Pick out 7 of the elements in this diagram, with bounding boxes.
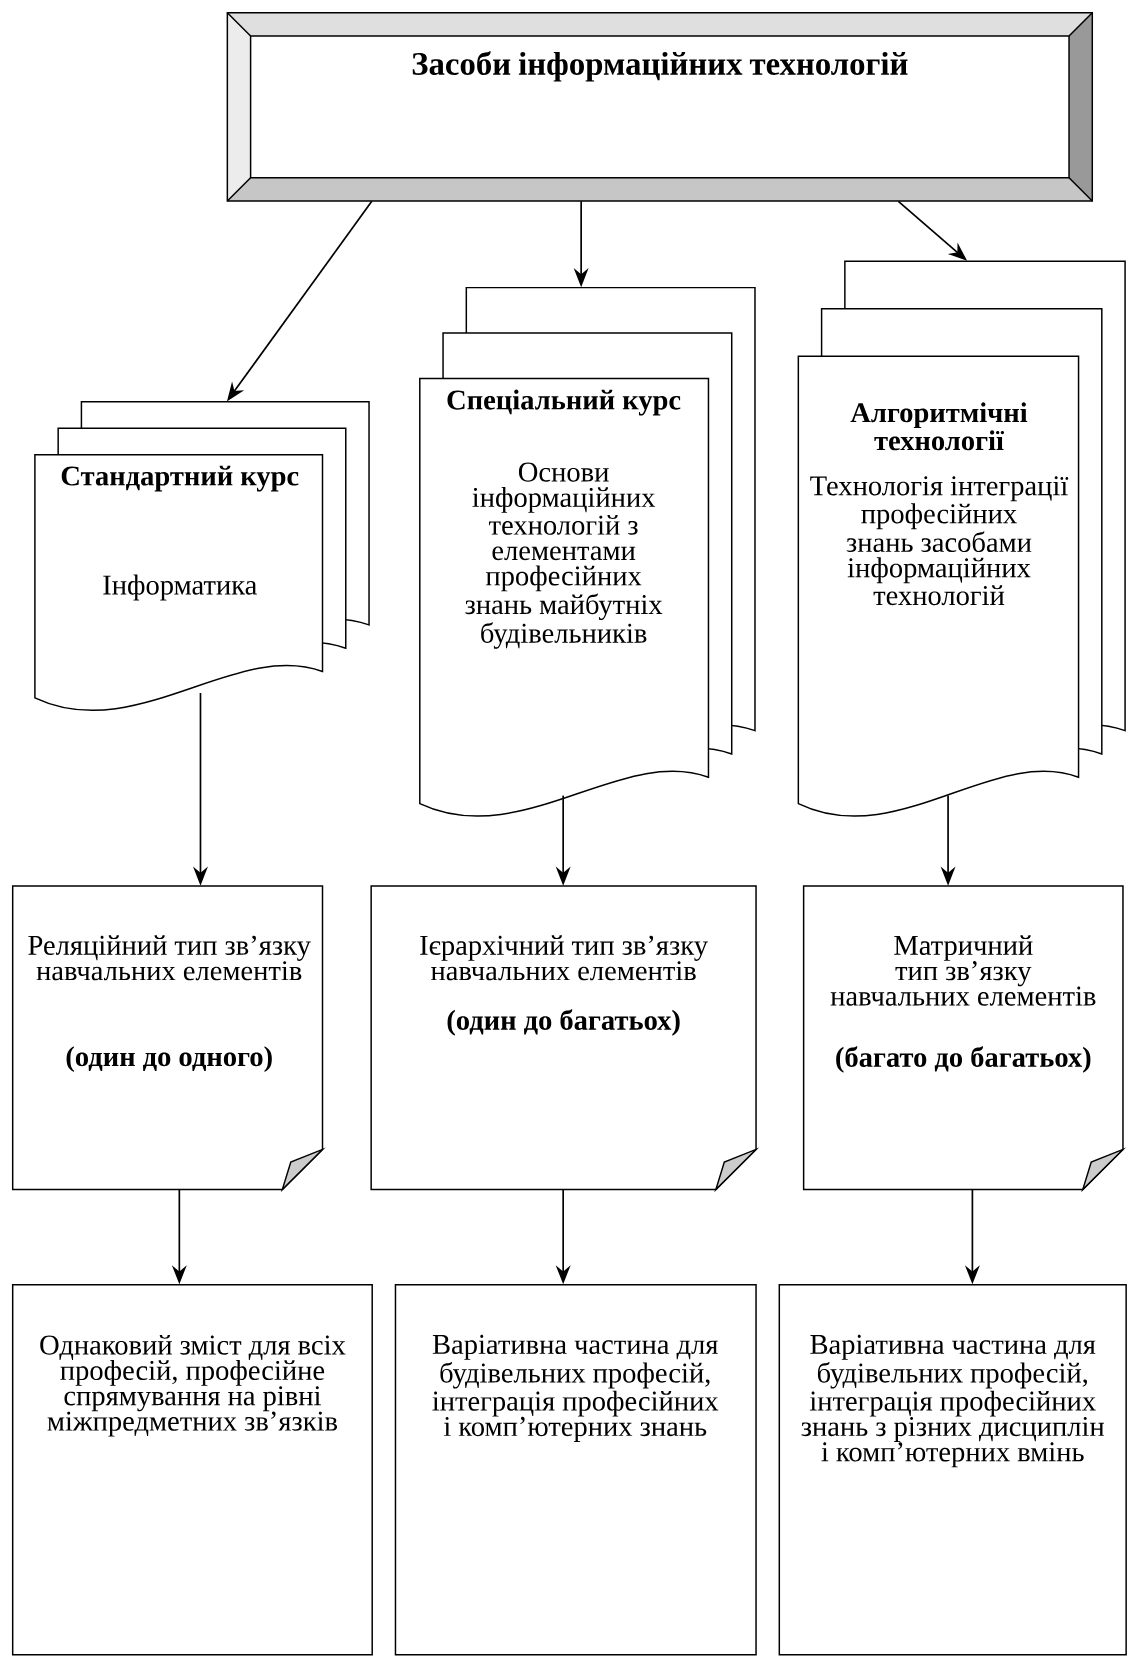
process-box: Варіативна частина для будівельних професій, інтеграція професійних і комп’ютерних знань	[394, 1284, 757, 1656]
process-box: Варіативна частина для будівельних професій, інтеграція професійних знань з різних дисциплін і комп’ютерних вмінь	[778, 1284, 1127, 1656]
document-stack: Алгоритмічні технології Технологія інтеграції професійних знань засобами інформаційних технологій	[797, 260, 1126, 817]
process-box: Однаковий зміст для всіх професій, професійне спрямування на рівні міжпредметних зв’язків	[11, 1284, 373, 1656]
document-stack: Стандартний курс Інформатика	[33, 401, 370, 711]
title-box: Засоби інформаційних технологій	[226, 11, 1093, 202]
document-stack: Спеціальний курс Основи інформаційних технологій з елементами професійних знань майбутніх будівельників	[418, 286, 756, 817]
